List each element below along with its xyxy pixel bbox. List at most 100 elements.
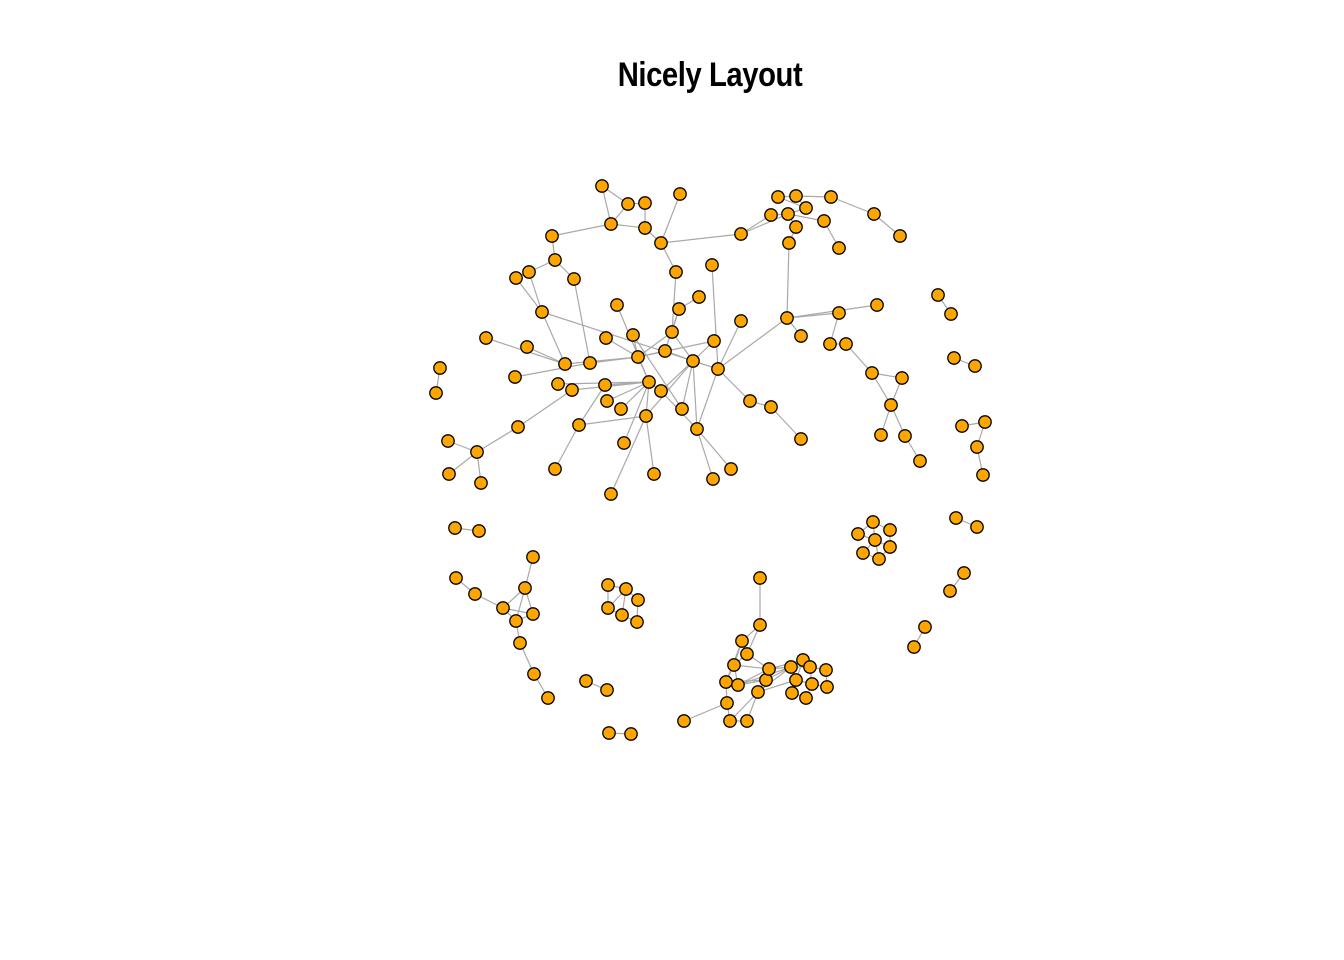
node [789,220,803,234]
node [535,305,549,319]
node [949,511,963,525]
node [518,581,532,595]
edge [786,304,878,319]
node [639,409,653,423]
node [658,344,672,358]
node [734,314,748,328]
node [601,578,615,592]
node [673,187,687,201]
edge [528,271,543,313]
node [567,272,581,286]
node [615,608,629,622]
node [782,236,796,250]
node [522,265,536,279]
edge [476,426,519,453]
node [870,298,884,312]
node [509,614,523,628]
node [753,571,767,585]
node [479,331,493,345]
node [548,253,562,267]
edge [578,415,647,426]
node [433,361,447,375]
node [955,419,969,433]
node [943,584,957,598]
edge [526,346,566,365]
edge [757,666,792,693]
node [638,196,652,210]
edge [681,360,694,410]
node [856,546,870,560]
node [448,521,462,535]
edge [683,702,728,722]
node [600,683,614,697]
node [823,337,837,351]
node [604,487,618,501]
node [731,678,745,692]
node [638,221,652,235]
node [884,398,898,412]
node [429,386,443,400]
node [599,331,613,345]
edge [610,415,647,495]
edge [515,277,543,313]
edge [717,320,742,370]
node [706,472,720,486]
node [526,607,540,621]
edge [717,317,788,370]
node [441,434,455,448]
node [874,428,888,442]
node [824,190,838,204]
node [753,618,767,632]
node [883,523,897,537]
node [789,673,803,687]
node [764,400,778,414]
node [614,402,628,416]
edge [660,233,742,244]
edge [632,334,683,410]
edge [589,356,639,364]
node [630,615,644,629]
node [711,362,725,376]
node [647,467,661,481]
node [677,714,691,728]
node [803,660,817,674]
node [601,601,615,615]
node [970,440,984,454]
node [724,462,738,476]
node [526,550,540,564]
edge [604,381,650,386]
node [794,329,808,343]
node [642,375,656,389]
node [583,356,597,370]
node [619,582,633,596]
node [692,290,706,304]
node [672,302,686,316]
node [789,189,803,203]
node [686,354,700,368]
node [764,208,778,222]
node [723,714,737,728]
node [970,520,984,534]
node [851,527,865,541]
node [631,350,645,364]
node [675,402,689,416]
node [805,677,819,691]
node [832,241,846,255]
node [799,201,813,215]
node [558,357,572,371]
node [719,675,733,689]
edge [517,389,573,428]
node [883,540,897,554]
node [781,207,795,221]
node [665,325,679,339]
edge [660,193,681,244]
node [654,384,668,398]
node [472,524,486,538]
node [893,229,907,243]
node [817,214,831,228]
node [509,271,523,285]
node [820,680,834,694]
edge [514,362,591,378]
node [496,601,510,615]
node [541,691,555,705]
